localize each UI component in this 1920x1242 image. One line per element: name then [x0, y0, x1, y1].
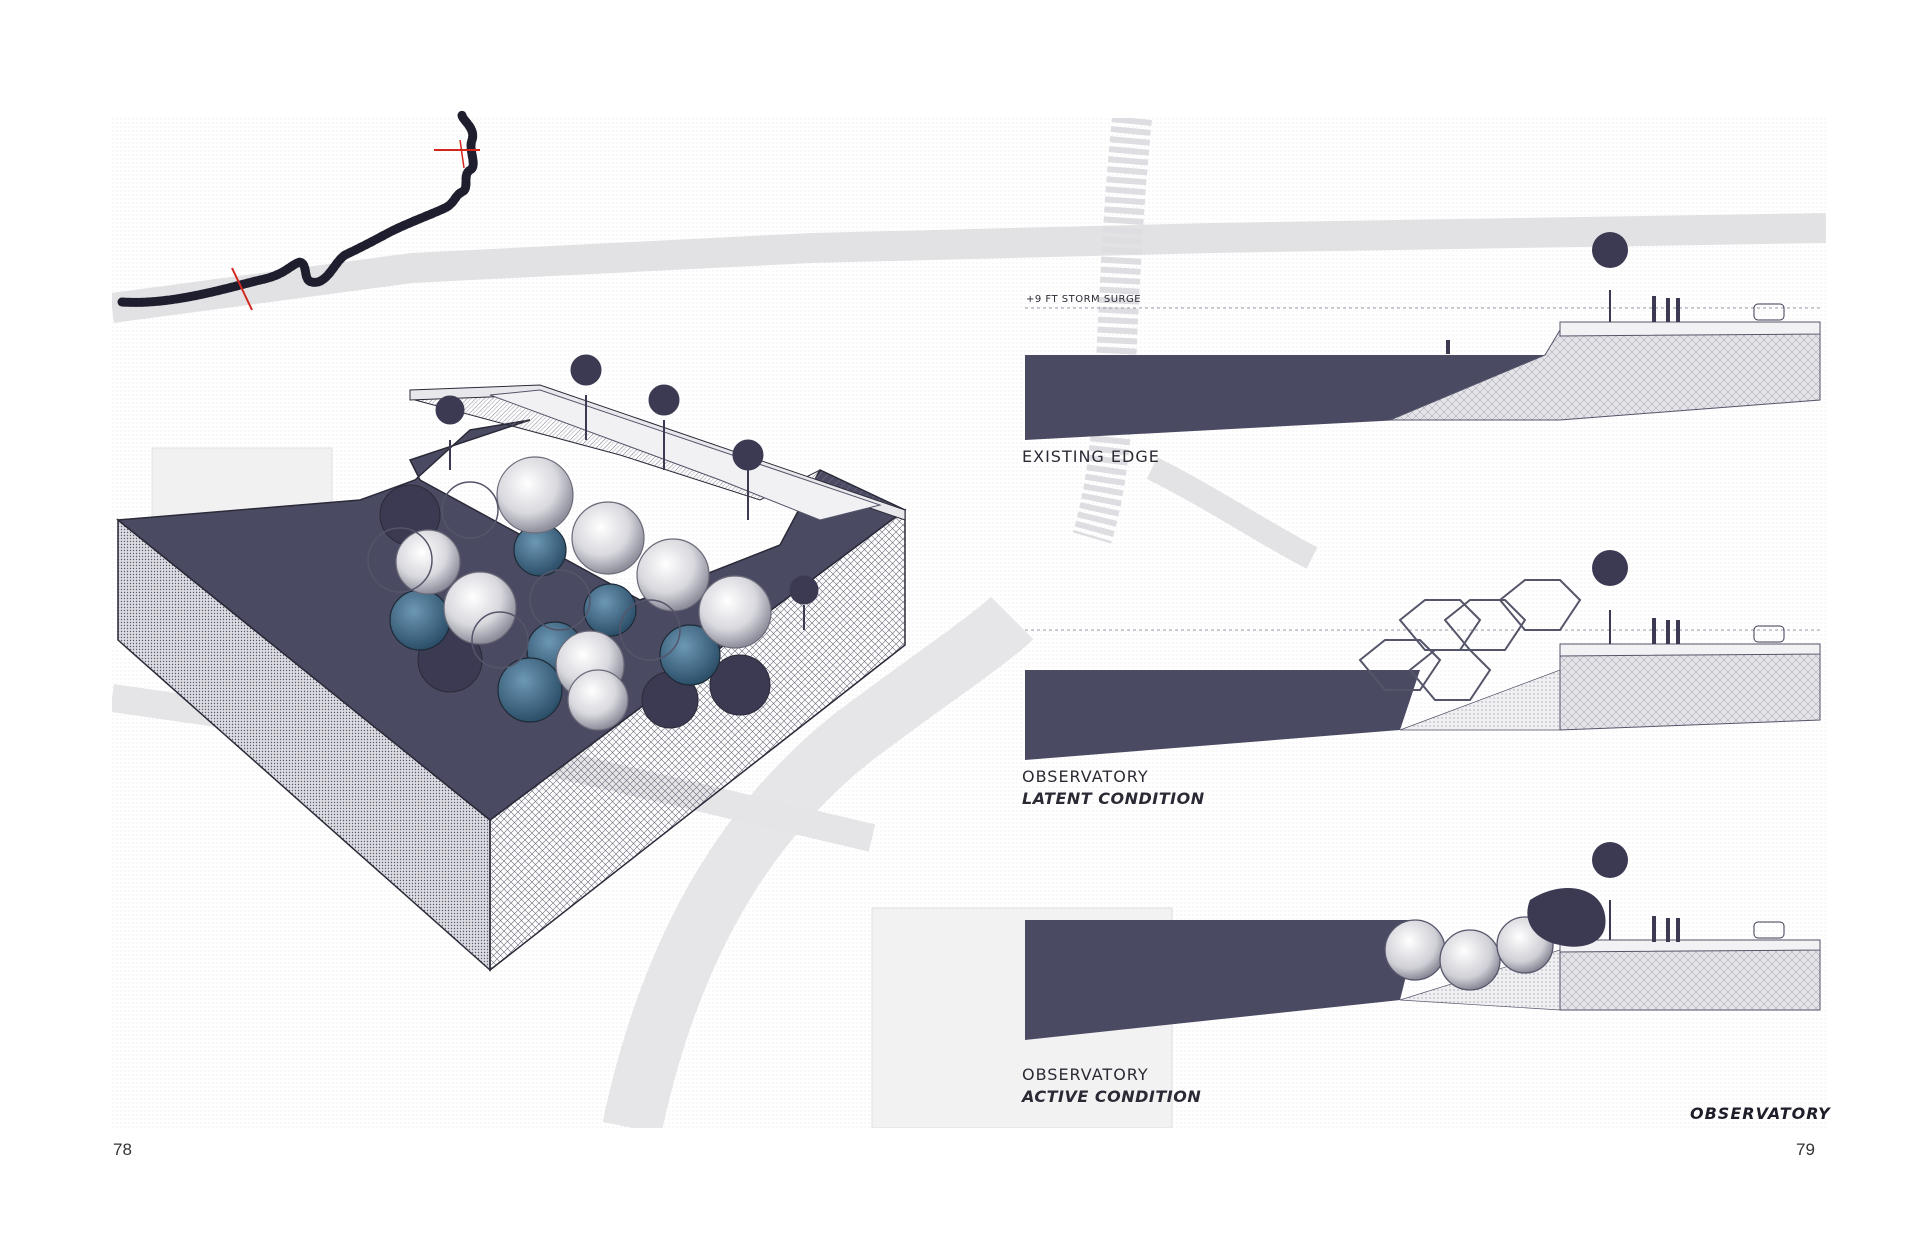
- section-caption-active: OBSERVATORY ACTIVE CONDITION: [1022, 1064, 1201, 1108]
- section-caption-existing-edge: EXISTING EDGE: [1022, 446, 1160, 468]
- page-number-right: 79: [1796, 1140, 1815, 1159]
- section-title: OBSERVATORY: [1022, 767, 1149, 786]
- palm-tree-icon: [435, 354, 819, 630]
- section-latent-condition: [1025, 550, 1821, 760]
- section-title: OBSERVATORY: [1022, 1065, 1149, 1084]
- page-number-left: 78: [113, 1140, 132, 1159]
- wave-mass: [1527, 888, 1606, 947]
- section-subtitle: LATENT CONDITION: [1022, 789, 1205, 808]
- section-heading: OBSERVATORY: [1690, 1104, 1831, 1123]
- section-existing-edge: [1025, 232, 1821, 440]
- storm-surge-label: +9 FT STORM SURGE: [1026, 294, 1142, 305]
- section-subtitle: ACTIVE CONDITION: [1022, 1087, 1202, 1106]
- section-caption-latent: OBSERVATORY LATENT CONDITION: [1022, 766, 1205, 810]
- section-title: EXISTING EDGE: [1022, 447, 1160, 466]
- section-active-condition: [1025, 842, 1821, 1040]
